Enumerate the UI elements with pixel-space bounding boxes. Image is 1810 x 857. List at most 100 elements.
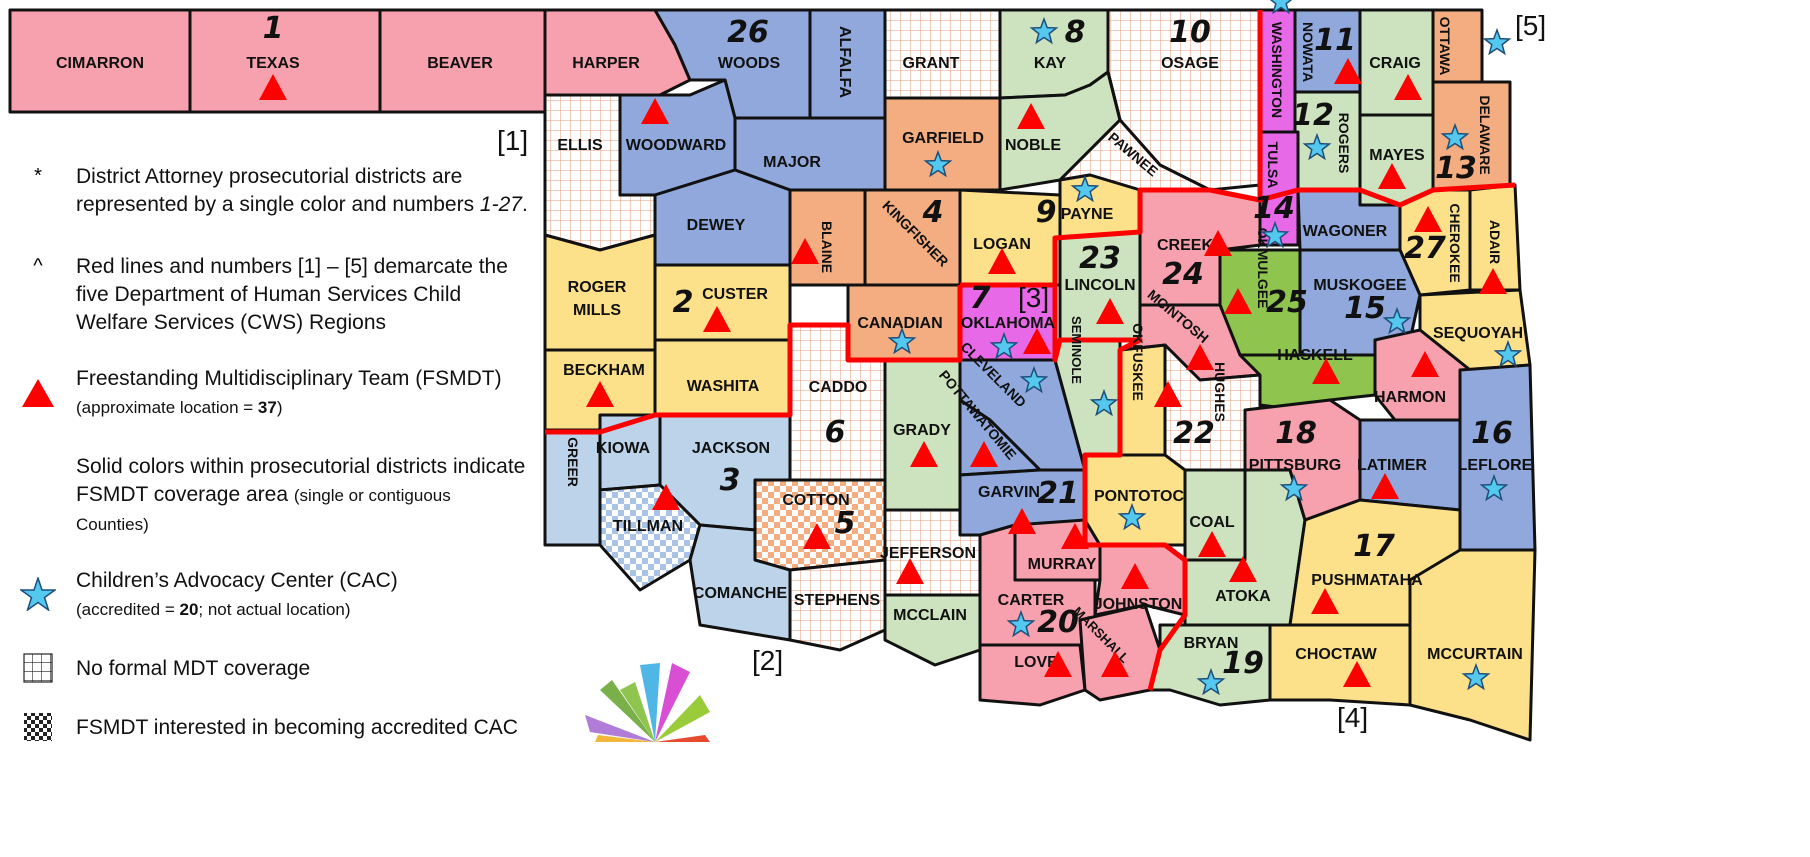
fsmdt-triangle-icon [988, 248, 1016, 274]
cac-star-icon [1029, 16, 1059, 45]
district-number-27: 27 [1404, 231, 1446, 266]
cac-star-icon [923, 149, 953, 178]
county-grant [883, 8, 1002, 100]
fsmdt-triangle-icon [1378, 163, 1406, 189]
region-label-5: [5] [1515, 10, 1546, 41]
label-murray: MURRAY [1028, 556, 1097, 573]
region-line-4 [1298, 182, 1516, 208]
fsmdt-triangle-icon [1312, 358, 1340, 384]
legend-cac-text: Children’s Advocacy Center (CAC) (accred… [76, 567, 596, 624]
region-line-1 [545, 285, 963, 435]
label-dewey: DEWEY [687, 217, 746, 234]
label-atoka: ATOKA [1215, 588, 1271, 605]
label-garvin: GARVIN [978, 484, 1040, 501]
district-number-17: 17 [1353, 529, 1395, 564]
legend-cac-line1: Children’s Advocacy Center (CAC) [76, 569, 398, 592]
fsmdt-triangle-icon [791, 238, 819, 264]
label-mayes: MAYES [1369, 147, 1425, 164]
region-label-2: [2] [752, 645, 783, 676]
legend-grid-text: No formal MDT coverage [76, 657, 311, 680]
legend-fsmdt-count: 37 [257, 398, 277, 417]
district-number-19: 19 [1222, 646, 1264, 681]
label-pittsburg: PITTSBURG [1249, 457, 1341, 474]
fsmdt-triangle-icon [259, 74, 287, 100]
label-kiowa: JACKSON [692, 440, 770, 457]
fsmdt-triangle-icon [970, 441, 998, 467]
region-label-1: [1] [497, 125, 528, 156]
label-beaver: BEAVER [427, 55, 493, 72]
checker-icon [20, 712, 56, 747]
legend-cac-count: 20 [179, 600, 199, 619]
label-nowata: NOWATA [1300, 22, 1316, 82]
label-beckham: BECKHAM [563, 362, 645, 379]
cac-star-icon [1461, 662, 1491, 691]
label-comanche: COTTON [782, 492, 849, 509]
legend-fsmdt-sub-a: (approximate location = [76, 398, 258, 417]
fsmdt-triangle-icon [1008, 508, 1036, 534]
district-number-12: 12 [1292, 98, 1334, 133]
label-osage: OSAGE [1161, 55, 1219, 72]
label-coal: COAL [1189, 514, 1235, 531]
label-tillman: COMANCHE [693, 585, 788, 602]
legend-asterisk-period: . [521, 193, 528, 216]
legend-cac-sub-c: ; not actual location) [198, 600, 351, 619]
label-wagoner: WAGONER [1303, 223, 1388, 240]
fsmdt-triangle-icon [1121, 563, 1149, 589]
district-number-8: 8 [1065, 15, 1086, 50]
label-mcintosh: HASKELL [1277, 347, 1353, 364]
district-number-7: 7 [970, 281, 991, 316]
district-number-24: 24 [1162, 257, 1204, 292]
fsmdt-triangle-icon [1411, 351, 1439, 377]
legend-caret-line2: five Department of Human Services Child [76, 283, 462, 306]
cac-star-icon [1279, 473, 1309, 502]
label-grady: GRADY [893, 422, 951, 439]
fsmdt-triangle-icon [896, 558, 924, 584]
label-washington: WASHINGTON [1269, 22, 1285, 118]
logo-graphic [585, 663, 710, 742]
district-number-10: 10 [1169, 15, 1211, 50]
legend-caret-line3: Welfare Services (CWS) Regions [76, 311, 387, 334]
fsmdt-triangle-icon [652, 484, 680, 510]
legend-solid-text: Solid colors within prosecutorial distri… [76, 453, 596, 539]
cac-star-icon [1117, 502, 1147, 531]
legend-solid-line2b: (single or contiguous [293, 486, 451, 505]
cac-star-icon [1479, 473, 1509, 502]
cac-star-icon [1482, 27, 1512, 56]
fsmdt-triangle-icon [1186, 344, 1214, 370]
legend-asterisk-text: District Attorney prosecutorial district… [76, 163, 596, 219]
label-cimarron: CIMARRON [56, 55, 144, 72]
district-number-14: 14 [1253, 191, 1295, 226]
fsmdt-triangle-icon [1414, 206, 1442, 232]
label-choctaw: CHOCTAW [1295, 646, 1377, 663]
label-latimer: LATIMER [1357, 457, 1427, 474]
label-hughes: HUGHES [1212, 362, 1228, 422]
county-mccurtain [1408, 548, 1537, 742]
legend-fsmdt-sub-c: ) [276, 398, 283, 417]
label-grant: GRANT [903, 55, 960, 72]
star-icon [18, 575, 58, 616]
label-woodward: WOODWARD [626, 137, 726, 154]
legend-caret-text: Red lines and numbers [1] – [5] demarcat… [76, 253, 596, 337]
legend-cac-sub-a: (accredited = [76, 600, 180, 619]
district-number-13: 13 [1435, 151, 1477, 186]
label-pontotoc: PONTOTOC [1094, 488, 1185, 505]
label-ellis: ELLIS [557, 137, 603, 154]
district-number-15: 15 [1344, 291, 1386, 326]
fsmdt-triangle-icon [1044, 651, 1072, 677]
label-payne: PAYNE [1061, 206, 1114, 223]
label-texas: TEXAS [246, 55, 300, 72]
district-number-20: 20 [1037, 605, 1079, 640]
label-harmon: GREER [565, 437, 581, 487]
label-muskogee: MUSKOGEE [1313, 277, 1407, 294]
legend-solid-line2a: FSMDT coverage area [76, 483, 294, 506]
district-number-11: 11 [1314, 23, 1356, 58]
label-bryan: BRYAN [1184, 635, 1239, 652]
cac-star-icon [1493, 339, 1523, 368]
region-label-3: [3] [1018, 282, 1049, 313]
cac-star-icon [1440, 122, 1470, 151]
legend-solid-line1: Solid colors within prosecutorial distri… [76, 455, 526, 478]
label-logan: LOGAN [973, 236, 1031, 253]
district-number-1: 1 [263, 11, 284, 46]
cac-star-icon [1006, 609, 1036, 638]
district-number-2: 2 [673, 285, 694, 320]
